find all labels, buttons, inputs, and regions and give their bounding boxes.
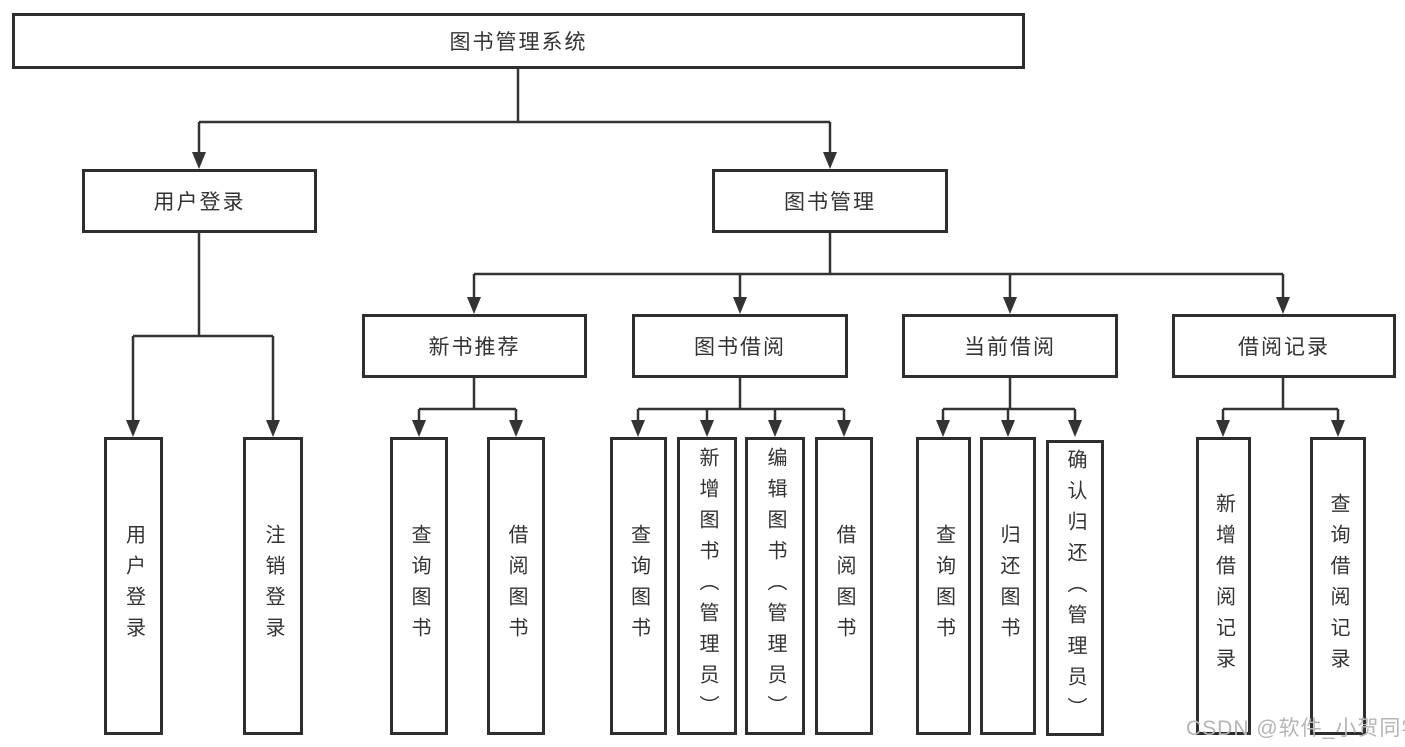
- node-book-borrowing-label: 图书借阅: [694, 336, 786, 359]
- leaf-query-books-2-label: 查询图书: [627, 524, 650, 648]
- node-borrow-records-label: 借阅记录: [1238, 336, 1330, 359]
- leaf-confirm-return-admin: 确认归还（管理员）: [1046, 440, 1104, 736]
- leaf-confirm-return-admin-label: 确认归还（管理员）: [1064, 448, 1086, 728]
- node-book-management: 图书管理: [712, 169, 948, 233]
- leaf-borrow-books-2-label: 借阅图书: [833, 524, 855, 648]
- node-user-login: 用户登录: [82, 169, 317, 233]
- leaf-edit-book-admin: 编辑图书（管理员）: [745, 437, 805, 735]
- leaf-return-books-label: 归还图书: [997, 524, 1019, 648]
- leaf-query-books-1-label: 查询图书: [408, 524, 430, 648]
- watermark-text: CSDN @软件_小贺同学: [1186, 717, 1405, 740]
- node-current-borrowing-label: 当前借阅: [964, 336, 1056, 359]
- node-book-borrowing: 图书借阅: [632, 314, 848, 378]
- node-new-book-recommend: 新书推荐: [362, 314, 587, 378]
- node-root: 图书管理系统: [12, 13, 1025, 69]
- leaf-logout-label: 注销登录: [262, 524, 284, 648]
- leaf-query-borrow-record-label: 查询借阅记录: [1327, 493, 1349, 679]
- leaf-query-books-3-label: 查询图书: [932, 524, 955, 648]
- node-root-label: 图书管理系统: [449, 31, 588, 54]
- leaf-query-borrow-record: 查询借阅记录: [1310, 437, 1366, 735]
- leaf-add-borrow-record: 新增借阅记录: [1196, 437, 1251, 735]
- leaf-user-login-label: 用户登录: [122, 524, 145, 648]
- leaf-query-books-1: 查询图书: [390, 437, 448, 735]
- leaf-user-login: 用户登录: [104, 437, 163, 735]
- leaf-add-book-admin-label: 新增图书（管理员）: [696, 446, 718, 726]
- leaf-logout: 注销登录: [243, 437, 303, 735]
- node-borrow-records: 借阅记录: [1172, 314, 1396, 378]
- node-user-login-label: 用户登录: [153, 191, 246, 214]
- leaf-add-book-admin: 新增图书（管理员）: [677, 437, 737, 735]
- leaf-query-books-2: 查询图书: [610, 437, 667, 735]
- leaf-borrow-books-2: 借阅图书: [815, 437, 873, 735]
- leaf-add-borrow-record-label: 新增借阅记录: [1212, 493, 1235, 679]
- node-current-borrowing: 当前借阅: [902, 314, 1118, 378]
- leaf-borrow-books-1: 借阅图书: [487, 437, 545, 735]
- node-new-book-recommend-label: 新书推荐: [428, 336, 521, 359]
- leaf-return-books: 归还图书: [980, 437, 1036, 735]
- node-book-management-label: 图书管理: [784, 191, 876, 214]
- leaf-borrow-books-1-label: 借阅图书: [505, 524, 527, 648]
- leaf-edit-book-admin-label: 编辑图书（管理员）: [764, 446, 786, 726]
- leaf-query-books-3: 查询图书: [916, 437, 971, 735]
